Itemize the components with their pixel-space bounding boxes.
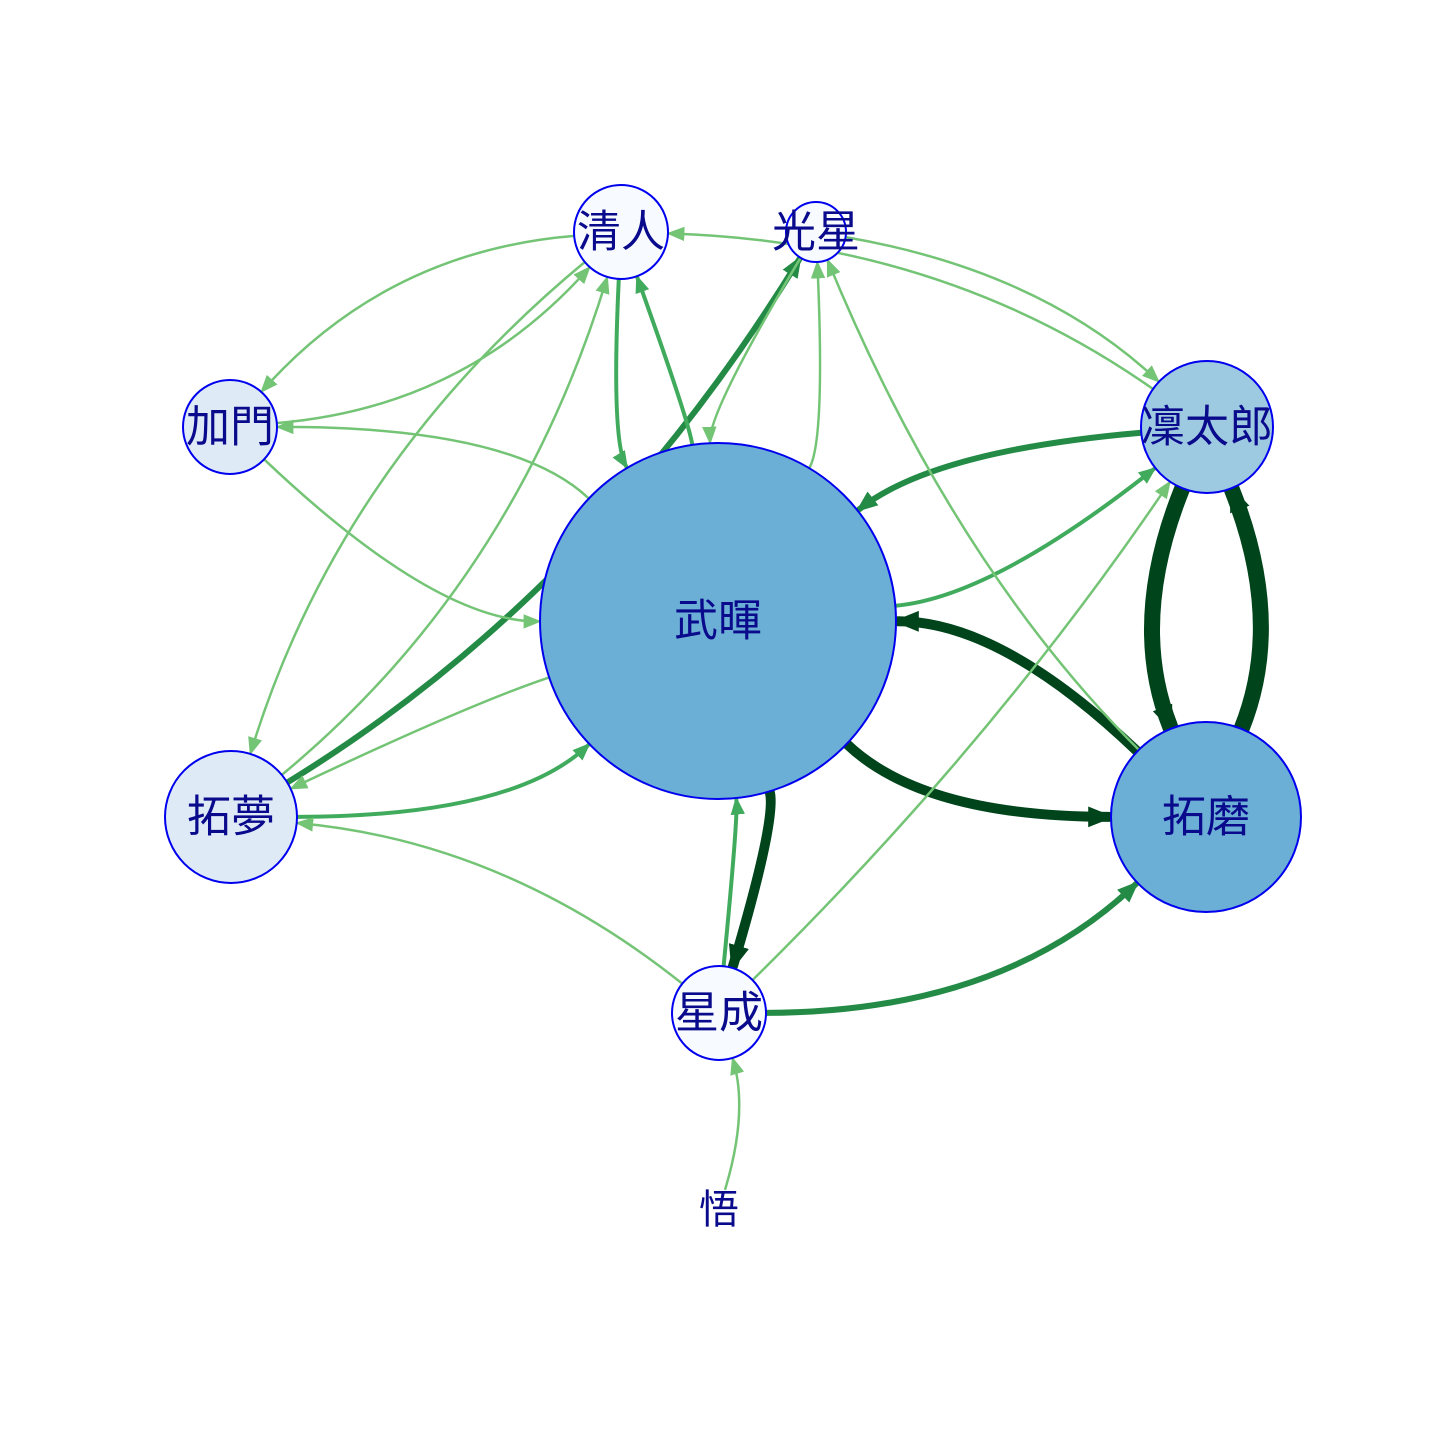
edge-seinari-to-rintaro [751,480,1171,982]
node-rintaro: 凜太郎 [1140,360,1274,494]
edge-kosei-to-wuhui [702,256,802,445]
edge-seinari-to-wuhui [721,796,745,969]
node-kamon: 加門 [182,379,278,475]
node-label-kamon: 加門 [186,402,274,453]
node-circle-wuhui [539,442,897,800]
node-label-rintaro: 凜太郎 [1141,402,1273,453]
edge-wuhui-to-takuma [841,738,1115,828]
edge-takuma-to-wuhui [892,610,1143,757]
node-circle-kiyoto [573,184,669,280]
edge-kiyoto-to-kamon [260,234,576,394]
node-label-wuhui: 武暉 [674,596,762,647]
edge-rintaro-to-wuhui [855,429,1145,513]
node-wuhui: 武暉 [539,442,897,800]
node-kosei: 光星 [772,201,860,263]
edge-kamon-to-wuhui [262,458,542,629]
node-satoru: 悟 [699,1187,739,1233]
node-label-takumu: 拓夢 [187,792,275,843]
edge-takuma-to-rintaro [1224,482,1269,737]
edge-seinari-to-takuma [763,880,1140,1016]
node-circle-takumu [164,750,298,884]
edge-kosei-to-rintaro [844,235,1161,383]
edge-wuhui-to-seinari [728,786,776,971]
node-circle-takuma [1110,721,1302,913]
edge-satoru-to-seinari [724,1056,745,1191]
node-label-takuma: 拓磨 [1162,792,1250,843]
node-label-kosei: 光星 [772,207,860,258]
node-label-satoru: 悟 [699,1187,739,1233]
edge-takumu-to-wuhui [295,742,591,819]
node-circle-kamon [182,379,278,475]
edge-wuhui-to-takumu [289,676,551,790]
node-label-kiyoto: 清人 [577,207,665,258]
edge-wuhui-to-rintaro [893,466,1157,608]
node-label-seinari: 星成 [675,988,763,1039]
node-circle-kosei [785,201,847,263]
node-kiyoto: 清人 [573,184,669,280]
edge-rintaro-to-takuma [1143,480,1191,735]
edge-wuhui-to-kamon [275,419,591,500]
edge-kiyoto-to-takumu [248,260,587,756]
edge-kiyoto-to-wuhui [612,276,629,470]
edge-rintaro-to-kiyoto [666,226,1155,391]
edge-takuma-to-kosei [826,258,1141,752]
edge-seinari-to-takumu [295,817,684,985]
edge-wuhui-to-kiyoto [635,274,695,447]
node-circle-rintaro [1140,360,1274,494]
edge-kamon-to-kiyoto [275,265,591,425]
node-takuma: 拓磨 [1110,721,1302,913]
edge-wuhui-to-kosei [807,260,826,470]
node-circle-seinari [671,965,767,1061]
edge-takumu-to-kiyoto [280,275,610,777]
node-seinari: 星成 [671,965,767,1061]
node-takumu: 拓夢 [164,750,298,884]
edges-layer [248,226,1269,1191]
